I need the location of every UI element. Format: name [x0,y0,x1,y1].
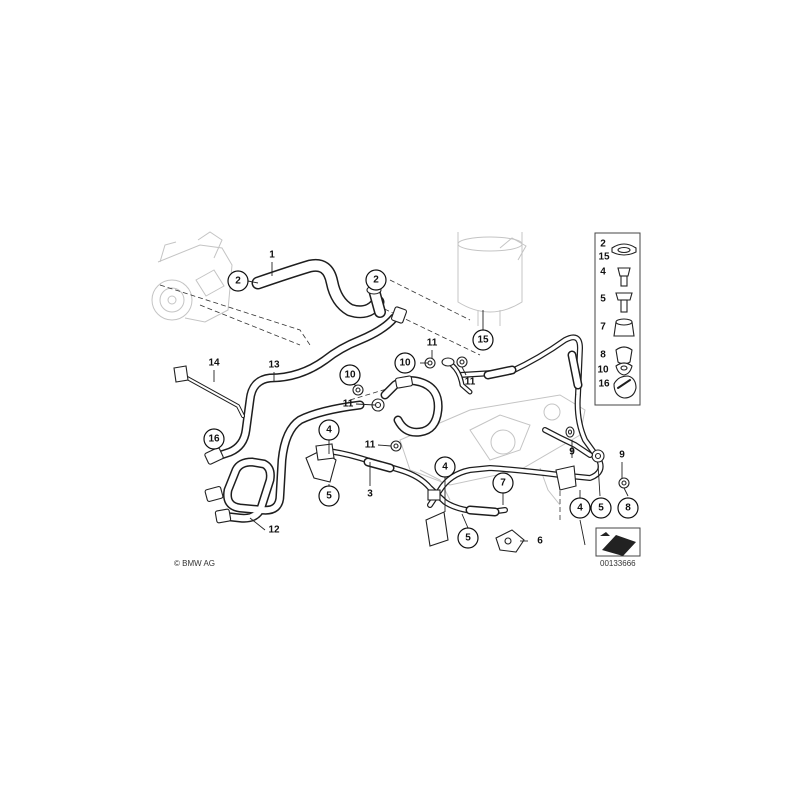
reservoir-ghost [457,232,527,326]
callout-4-middle: 4 [434,456,456,478]
label-1: 1 [269,250,275,261]
grommet-icon [615,346,633,365]
svg-text:5: 5 [465,533,471,544]
callout-5-middle: 5 [457,527,479,549]
legend-panel: 2 15 4 5 7 8 10 16 [594,232,641,406]
return-hose-13 [204,306,408,465]
legend-label-7: 7 [600,322,606,333]
callout-5-left: 5 [318,485,340,507]
callout-10-upper: 10 [394,352,416,374]
svg-text:10: 10 [399,358,411,369]
orientation-arrow [595,527,641,557]
label-11-lower: 11 [365,440,376,451]
legend-label-16: 16 [598,379,610,390]
legend-label-8: 8 [600,350,606,361]
svg-text:4: 4 [326,425,332,436]
legend-label-10: 10 [597,365,609,376]
pressure-hose [371,375,443,437]
svg-text:8: 8 [625,503,631,514]
svg-text:5: 5 [598,503,604,514]
label-6: 6 [537,536,543,547]
callout-10-lower: 10 [339,364,361,386]
reference-line-b [199,304,301,346]
callout-8: 8 [617,497,639,519]
holder-6 [495,529,525,553]
reference-line-a [159,284,311,346]
callout-15: 15 [472,329,494,351]
screw-icon [615,292,633,301]
seal-ring-4 [390,440,402,452]
label-9-left: 9 [569,447,575,458]
label-11-right: 11 [465,377,476,388]
legend-label-2: 2 [600,239,606,250]
pressure-line-3 [317,447,508,517]
callout-2-right: 2 [365,269,387,291]
label-9-right: 9 [619,450,625,461]
spring-clamp-icon [613,375,637,399]
image-number: 00133666 [600,559,636,568]
svg-text:4: 4 [442,462,448,473]
callout-16: 16 [203,428,225,450]
leader-lines [213,262,629,546]
suction-hose-1 [251,258,386,319]
callout-2-left: 2 [227,270,249,292]
svg-text:2: 2 [373,275,379,286]
seal-ring-2 [456,356,468,368]
label-3: 3 [367,489,373,500]
label-13: 13 [268,360,280,371]
cooler-hose-12 [204,400,365,524]
bracket-left [305,443,337,483]
svg-text:15: 15 [477,335,489,346]
reference-line-c [389,279,471,321]
seal-ring-1 [424,357,436,369]
callout-4-right: 4 [569,497,591,519]
seal-ring-5 [565,426,575,438]
copyright-text: © BMW AG [174,559,215,568]
label-11-upper: 11 [427,338,438,349]
bracket-middle [425,489,449,547]
bracket-right [555,465,577,491]
cable-tie-14 [173,365,245,418]
label-11-left: 11 [343,399,354,410]
legend-label-15: 15 [598,252,610,263]
svg-text:10: 10 [344,370,356,381]
bolt-icon [617,267,631,277]
svg-text:7: 7 [500,478,506,489]
label-14: 14 [208,358,220,369]
callout-4-left: 4 [318,419,340,441]
svg-text:16: 16 [208,434,220,445]
seal-ring-3 [352,384,364,396]
legend-label-4: 4 [600,267,606,278]
callout-7: 7 [492,472,514,494]
reference-line-d [369,301,481,356]
svg-text:4: 4 [577,503,583,514]
legend-label-5: 5 [600,294,606,305]
cooler-pipe [427,334,605,508]
callout-5-right: 5 [590,497,612,519]
svg-text:5: 5 [326,491,332,502]
svg-text:2: 2 [235,276,241,287]
seal-ring-6 [618,477,630,489]
pump-ghost [151,231,233,323]
label-12: 12 [268,525,280,536]
reservoir-pipe [441,357,473,395]
